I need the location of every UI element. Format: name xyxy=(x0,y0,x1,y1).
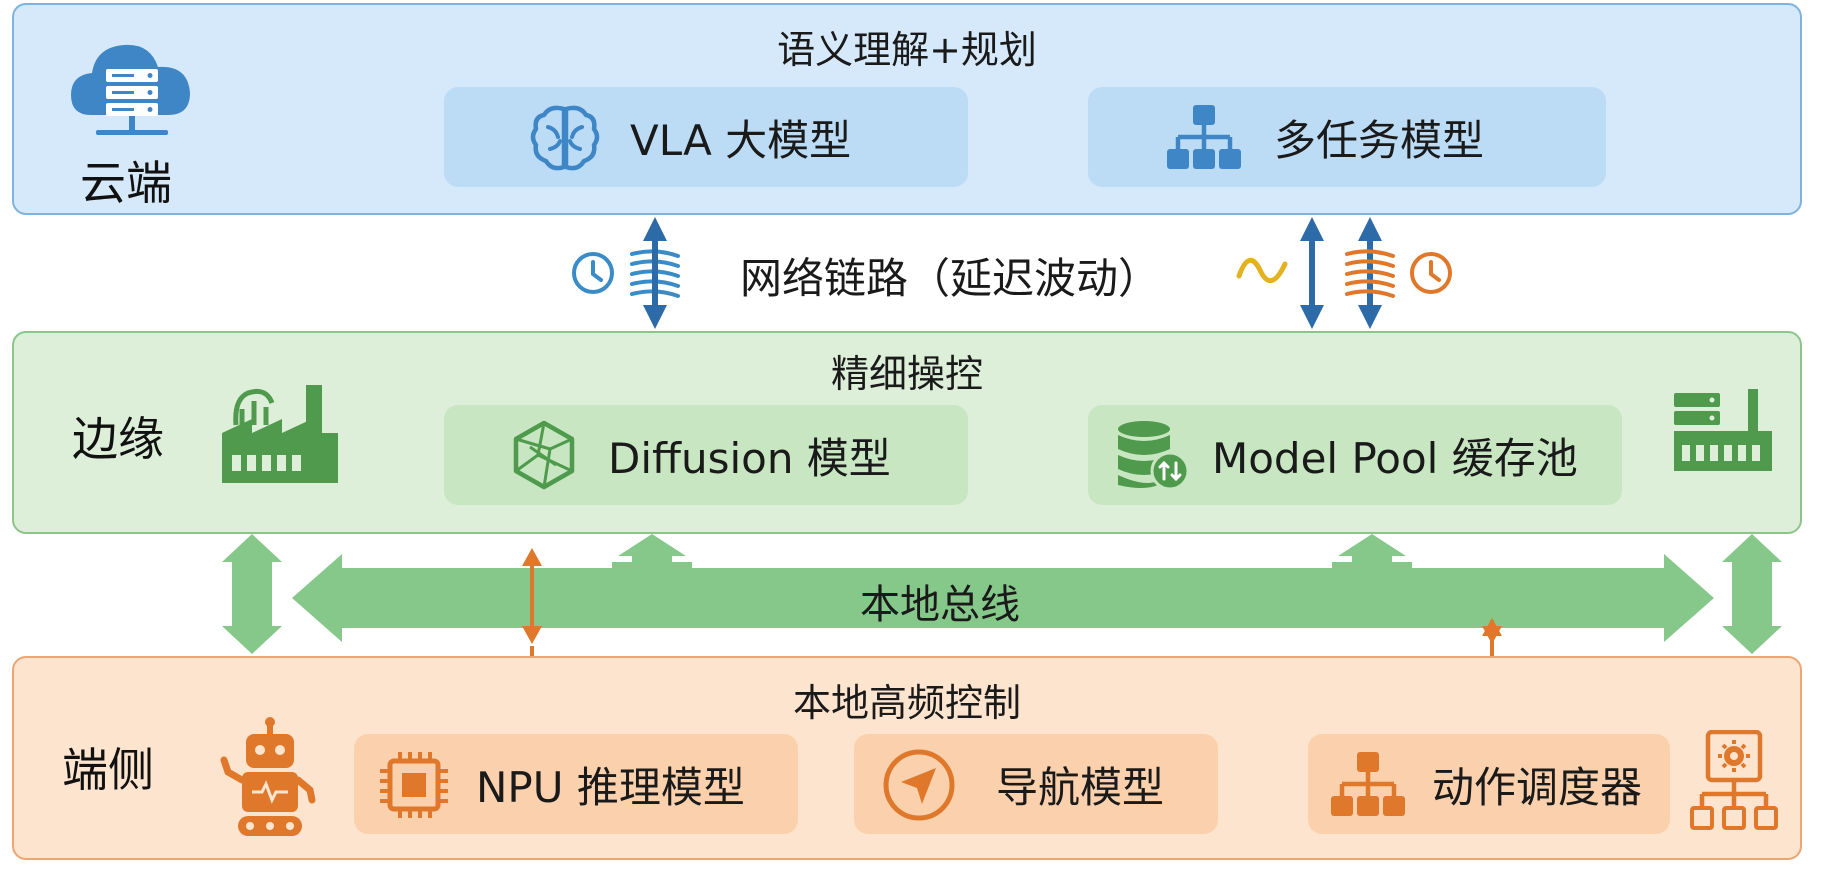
local-bus xyxy=(0,534,1832,656)
model-pool-box[interactable]: Model Pool 缓存池 xyxy=(1088,405,1622,505)
cloud-edge-link-arrow xyxy=(641,215,669,331)
robot-icon xyxy=(220,716,320,840)
device-tier-label: 端侧 xyxy=(62,743,154,797)
cloud-tier-title: 语义理解+规划 xyxy=(777,28,1037,72)
brain-icon xyxy=(528,101,602,175)
navigation-model-label: 导航模型 xyxy=(996,762,1165,812)
multitask-model-box[interactable]: 多任务模型 xyxy=(1088,87,1606,187)
hierarchy-icon xyxy=(1330,750,1406,820)
edge-tier-label: 边缘 xyxy=(72,412,164,466)
cloud-edge-link-arrow xyxy=(1298,215,1326,331)
multitask-model-label: 多任务模型 xyxy=(1274,115,1485,165)
navigation-icon xyxy=(882,748,956,822)
diffusion-model-label: Diffusion 模型 xyxy=(608,433,891,483)
factory-icon xyxy=(220,379,340,485)
clock-icon xyxy=(570,250,616,296)
model-pool-label: Model Pool 缓存池 xyxy=(1212,433,1578,483)
server-factory-icon xyxy=(1672,387,1774,473)
network-link-label: 网络链路（延迟波动） xyxy=(740,254,1161,303)
spring-icon xyxy=(1345,248,1395,300)
diffusion-icon xyxy=(508,419,580,491)
vla-model-label: VLA 大模型 xyxy=(630,115,852,165)
diffusion-model-box[interactable]: Diffusion 模型 xyxy=(444,405,968,505)
edge-tier-title: 精细操控 xyxy=(830,352,983,396)
clock-icon xyxy=(1408,250,1454,296)
local-bus-label: 本地总线 xyxy=(860,582,1020,628)
npu-model-box[interactable]: NPU 推理模型 xyxy=(354,734,798,834)
gear-network-icon xyxy=(1690,730,1778,834)
device-tier: 本地高频控制 端侧 NPU 推理模型 xyxy=(12,656,1802,860)
action-scheduler-box[interactable]: 动作调度器 xyxy=(1308,734,1670,834)
navigation-model-box[interactable]: 导航模型 xyxy=(854,734,1218,834)
npu-model-label: NPU 推理模型 xyxy=(476,762,745,812)
edge-tier: 精细操控 边缘 Diffusion 模型 xyxy=(12,331,1802,534)
hierarchy-icon xyxy=(1166,103,1242,173)
cloud-tier-label: 云端 xyxy=(80,156,172,210)
device-tier-title: 本地高频控制 xyxy=(792,681,1021,725)
database-sync-icon xyxy=(1114,419,1190,491)
chip-icon xyxy=(378,750,450,820)
action-scheduler-label: 动作调度器 xyxy=(1432,762,1643,812)
cloud-tier: 语义理解+规划 云端 VLA 大模型 xyxy=(12,3,1802,215)
wave-icon xyxy=(1236,246,1288,298)
vla-model-box[interactable]: VLA 大模型 xyxy=(444,87,968,187)
cloud-server-icon xyxy=(66,33,196,143)
